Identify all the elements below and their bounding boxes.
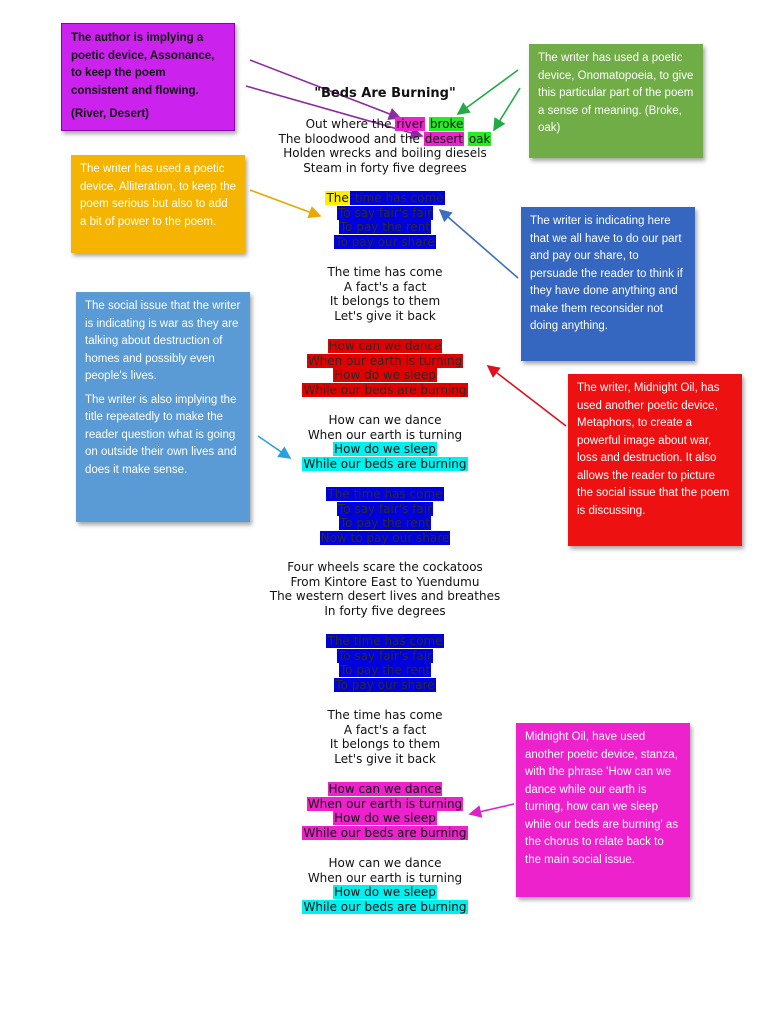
poem-title: "Beds Are Burning" bbox=[314, 86, 456, 101]
verse-line: To say fair's fair bbox=[336, 648, 434, 663]
poem-verse-1: Out where the river broke The bloodwood … bbox=[200, 117, 570, 176]
verse-line: Out where the river broke bbox=[305, 117, 465, 131]
poem-stanza-8: The time has come A fact's a fact It bel… bbox=[200, 708, 570, 767]
verse-line: When our earth is turning bbox=[307, 870, 463, 885]
arrow-pay-our-share bbox=[438, 208, 519, 279]
poem-stanza-2: The time has come A fact's a fact It bel… bbox=[200, 265, 570, 324]
highlight-alliteration: The bbox=[325, 191, 350, 205]
verse-line: The time has come bbox=[327, 265, 443, 279]
poem-stanza-9: How can we dance When our earth is turni… bbox=[200, 782, 570, 841]
verse-line: While our beds are burning bbox=[302, 900, 468, 915]
verse-line: Now to pay our share bbox=[319, 531, 451, 546]
poem-stanza-3: How can we dance When our earth is turni… bbox=[200, 339, 570, 398]
verse-line: The bloodwood and the desert oak bbox=[278, 131, 492, 146]
verse-line: How can we dance bbox=[328, 856, 442, 870]
note-social-issue: The social issue that the writer is indi… bbox=[76, 292, 250, 522]
highlight-desert: desert bbox=[423, 131, 464, 146]
verse-line: To say fair's fair bbox=[336, 205, 434, 220]
verse-line: The time has come bbox=[325, 191, 445, 205]
verse-line: While our beds are burning bbox=[302, 383, 468, 398]
arrow-assonance-desert bbox=[245, 85, 424, 140]
verse-line: How can we dance bbox=[327, 782, 443, 796]
verse-line: To pay the rent bbox=[338, 220, 432, 235]
verse-line: Let's give it back bbox=[334, 309, 436, 324]
note-pay-our-share-text: The writer is indicating here that we al… bbox=[530, 215, 683, 332]
note-social-issue-text: The social issue that the writer is indi… bbox=[85, 300, 241, 382]
arrow-onomatopoeia-broke bbox=[456, 69, 519, 115]
verse-line: How do we sleep bbox=[333, 885, 437, 900]
verse-line: The time has come bbox=[326, 634, 444, 648]
verse-line: It belongs to them bbox=[329, 294, 441, 309]
note-metaphors: The writer, Midnight Oil, has used anoth… bbox=[568, 374, 742, 546]
verse-line: How do we sleep bbox=[333, 442, 437, 457]
verse-line: To pay our share bbox=[334, 678, 436, 693]
poem-chorus-1: The time has come To say fair's fair To … bbox=[200, 191, 570, 250]
poem-stanza-6: Four wheels scare the cockatoos From Kin… bbox=[200, 560, 570, 619]
arrow-metaphor bbox=[486, 365, 567, 427]
note-title-repeated-text: The writer is also implying the title re… bbox=[85, 393, 237, 476]
verse-line: To pay our share bbox=[334, 235, 436, 250]
note-alliteration-text: The writer has used a poetic device, All… bbox=[80, 163, 236, 228]
verse-line: The western desert lives and breathes bbox=[269, 589, 501, 604]
highlight-river: river bbox=[395, 117, 426, 131]
note-alliteration: The writer has used a poetic device, All… bbox=[71, 155, 245, 253]
note-stanza-chorus-text: Midnight Oil, have used another poetic d… bbox=[525, 731, 679, 866]
verse-line: The time has come bbox=[326, 487, 444, 501]
note-stanza-chorus: Midnight Oil, have used another poetic d… bbox=[516, 723, 690, 897]
verse-line: How do we sleep bbox=[333, 368, 437, 383]
verse-line: From Kintore East to Yuendumu bbox=[290, 574, 480, 589]
poem-stanza-5: The time has come To say fair's fair To … bbox=[200, 487, 570, 546]
verse-line: A fact's a fact bbox=[343, 279, 427, 294]
arrow-title-repeated bbox=[257, 435, 292, 459]
verse-line: Holden wrecks and boiling diesels bbox=[283, 146, 487, 161]
note-assonance-text: The author is implying a poetic device, … bbox=[71, 32, 215, 97]
verse-line: To pay the rent bbox=[338, 663, 432, 678]
verse-line: To say fair's fair bbox=[336, 501, 434, 516]
arrow-assonance-river bbox=[249, 59, 402, 120]
verse-line: When our earth is turning bbox=[306, 796, 464, 811]
verse-line: While our beds are burning bbox=[302, 457, 468, 472]
verse-line: A fact's a fact bbox=[343, 722, 427, 737]
verse-line: When our earth is turning bbox=[306, 353, 464, 368]
highlight-broke: broke bbox=[428, 117, 465, 131]
verse-line: How do we sleep bbox=[333, 811, 437, 826]
verse-line: To pay the rent bbox=[338, 516, 432, 531]
poem-stanza-7: The time has come To say fair's fair To … bbox=[200, 634, 570, 693]
poem-stanza-4: How can we dance When our earth is turni… bbox=[200, 413, 570, 472]
verse-line: Let's give it back bbox=[334, 752, 436, 767]
note-assonance-examples: (River, Desert) bbox=[71, 108, 149, 120]
verse-line: While our beds are burning bbox=[302, 826, 468, 841]
verse-line: It belongs to them bbox=[329, 737, 441, 752]
note-onomatopoeia: The writer has used a poetic device, Ono… bbox=[529, 44, 703, 158]
verse-line: How can we dance bbox=[328, 413, 442, 427]
arrow-stanza-chorus bbox=[468, 803, 515, 818]
note-assonance: The author is implying a poetic device, … bbox=[61, 23, 235, 131]
note-onomatopoeia-text: The writer has used a poetic device, Ono… bbox=[538, 52, 694, 134]
verse-line: In forty five degrees bbox=[324, 604, 446, 619]
highlight-oak: oak bbox=[467, 131, 492, 146]
note-metaphors-text: The writer, Midnight Oil, has used anoth… bbox=[577, 382, 730, 517]
verse-line: Steam in forty five degrees bbox=[303, 161, 467, 176]
note-pay-our-share: The writer is indicating here that we al… bbox=[521, 207, 695, 361]
verse-line: Four wheels scare the cockatoos bbox=[287, 560, 483, 574]
verse-line: How can we dance bbox=[327, 339, 443, 353]
poem-stanza-10: How can we dance When our earth is turni… bbox=[200, 856, 570, 915]
arrow-alliteration bbox=[249, 189, 322, 219]
arrow-onomatopoeia-oak bbox=[493, 87, 521, 132]
verse-line: When our earth is turning bbox=[307, 427, 463, 442]
verse-line: The time has come bbox=[327, 708, 443, 722]
